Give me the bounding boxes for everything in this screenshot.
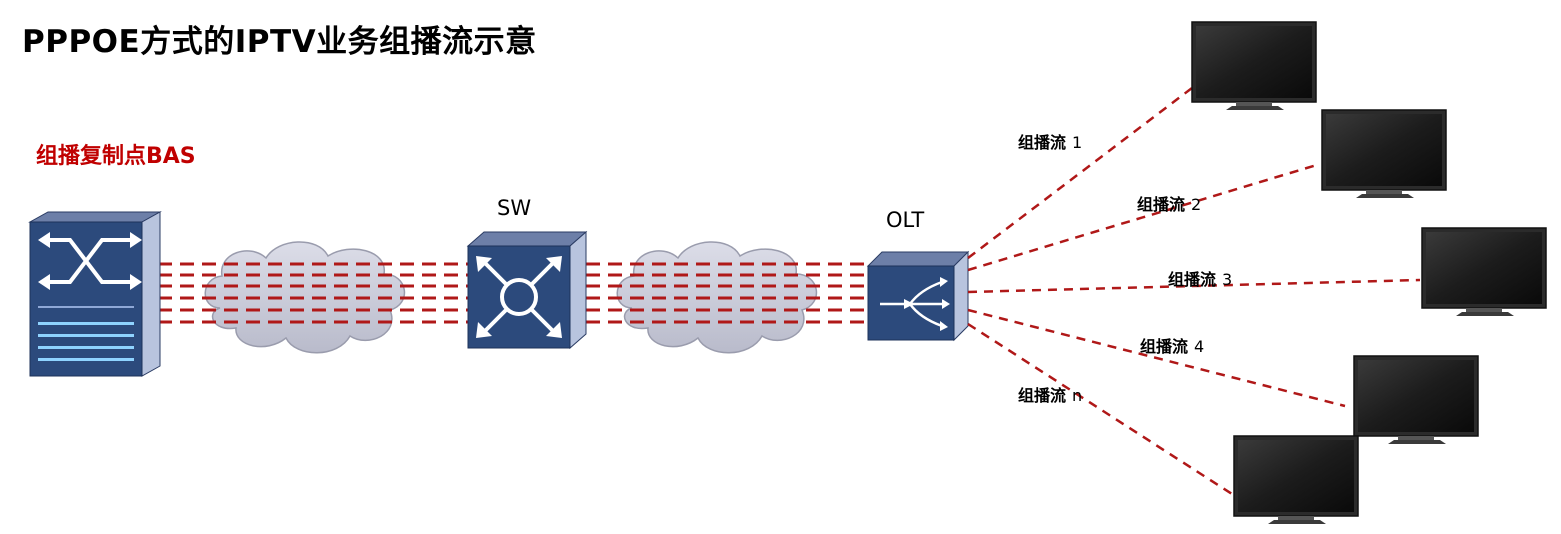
stream-label-2: 组播流 2 xyxy=(1137,191,1201,215)
stream-label-3: 组播流 3 xyxy=(1168,266,1232,290)
tv-icon-2 xyxy=(1321,109,1447,199)
stream-label-4: 组播流 4 xyxy=(1140,333,1204,357)
tv-icon-1 xyxy=(1191,21,1317,111)
stream-index: n xyxy=(1072,386,1083,405)
tv-icon-4 xyxy=(1353,355,1479,445)
stream-name: 组播流 xyxy=(1140,337,1189,356)
sw-label: SW xyxy=(497,196,532,220)
stream-name: 组播流 xyxy=(1018,386,1067,405)
stream-name: 组播流 xyxy=(1168,270,1217,289)
page-title: PPPOE方式的IPTV业务组播流示意 xyxy=(22,24,537,60)
multicast-fanout-lines xyxy=(967,87,1421,496)
stream-label-n: 组播流 n xyxy=(1018,382,1082,406)
stream-name: 组播流 xyxy=(1018,133,1067,152)
stream-index: 1 xyxy=(1072,133,1083,152)
stream-name: 组播流 xyxy=(1137,195,1186,214)
olt-label: OLT xyxy=(886,208,925,232)
tv-icon-3 xyxy=(1421,227,1547,317)
stream-label-1: 组播流 1 xyxy=(1018,129,1082,153)
stream-index: 3 xyxy=(1222,270,1233,289)
replication-point-label: 组播复制点BAS xyxy=(36,144,196,169)
multicast-stream-bundle xyxy=(158,262,870,324)
bas-router-icon xyxy=(28,211,162,377)
sw-switch-icon xyxy=(466,230,588,350)
olt-splitter-icon xyxy=(866,250,970,342)
stream-index: 2 xyxy=(1191,195,1202,214)
tv-icon-5 xyxy=(1233,435,1359,525)
stream-index: 4 xyxy=(1194,337,1205,356)
